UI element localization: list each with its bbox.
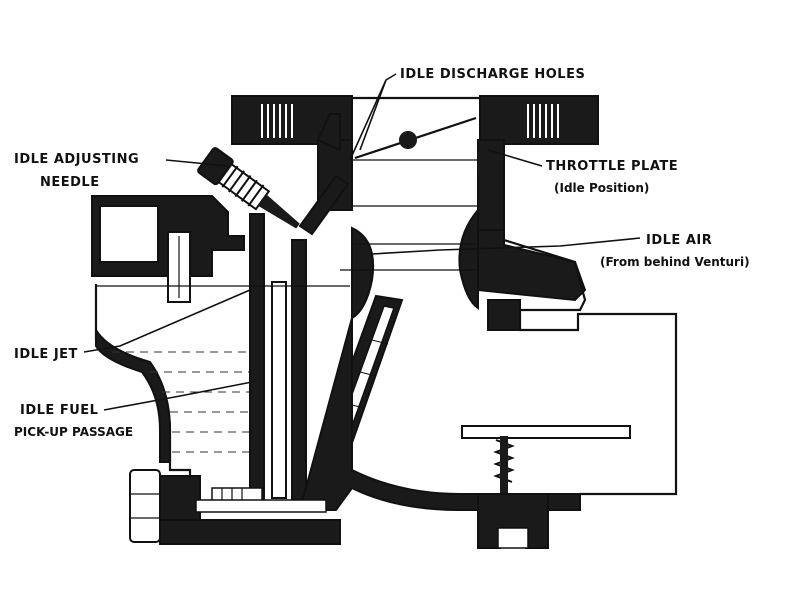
choke-plate bbox=[461, 425, 631, 439]
labels: IDLE DISCHARGE HOLES IDLE ADJUSTING NEED… bbox=[14, 67, 750, 439]
label-idle-jet: IDLE JET bbox=[14, 347, 78, 362]
label-idle-air-sub: (From behind Venturi) bbox=[600, 255, 750, 269]
label-idle-adjusting-needle-line2: NEEDLE bbox=[40, 175, 100, 190]
leader-idle-jet bbox=[83, 289, 251, 353]
leader-idle-air bbox=[371, 237, 641, 255]
shaft bbox=[500, 436, 508, 494]
throttle-shaft bbox=[399, 131, 417, 149]
venturi-left bbox=[351, 226, 375, 320]
fuel-level bbox=[112, 351, 250, 453]
venturi-throat-block bbox=[487, 299, 521, 331]
idle-discharge-channel bbox=[316, 113, 341, 152]
idle-air-passage-wall bbox=[477, 229, 587, 302]
leader-throttle-plate bbox=[487, 149, 543, 167]
leader-idle-fuel bbox=[103, 381, 253, 411]
throttle-stop-block bbox=[478, 152, 488, 174]
leader-lines bbox=[83, 73, 641, 411]
leader-idle-adjusting-needle bbox=[165, 159, 229, 167]
label-idle-adjusting-needle-line1: IDLE ADJUSTING bbox=[14, 152, 139, 167]
drain-plug bbox=[497, 527, 529, 549]
flange-right-hatching bbox=[527, 104, 559, 138]
float-bowl-lower-wall bbox=[95, 326, 171, 463]
label-idle-fuel-line1: IDLE FUEL bbox=[20, 403, 98, 418]
idle-passage bbox=[298, 174, 350, 236]
main-well-wall-right bbox=[291, 239, 307, 501]
label-idle-fuel-line2: PICK-UP PASSAGE bbox=[14, 425, 133, 439]
label-idle-discharge-holes: IDLE DISCHARGE HOLES bbox=[400, 67, 585, 82]
label-idle-air: IDLE AIR bbox=[646, 233, 712, 248]
housing-lower-wall bbox=[298, 317, 581, 511]
bowl-floor bbox=[159, 519, 341, 545]
carburetor-body bbox=[91, 95, 678, 549]
idle-adjusting-needle bbox=[197, 147, 300, 229]
label-throttle-plate: THROTTLE PLATE bbox=[546, 159, 678, 174]
leader-idle-discharge-holes-2 bbox=[359, 79, 387, 151]
label-throttle-plate-sub: (Idle Position) bbox=[554, 181, 649, 195]
bowl-cap bbox=[99, 205, 159, 263]
idle-tube bbox=[271, 281, 287, 499]
main-well-wall bbox=[249, 213, 265, 501]
bowl-floor-channel bbox=[195, 499, 327, 513]
flange-left-hatching bbox=[261, 104, 293, 138]
venturi-right bbox=[458, 207, 479, 310]
